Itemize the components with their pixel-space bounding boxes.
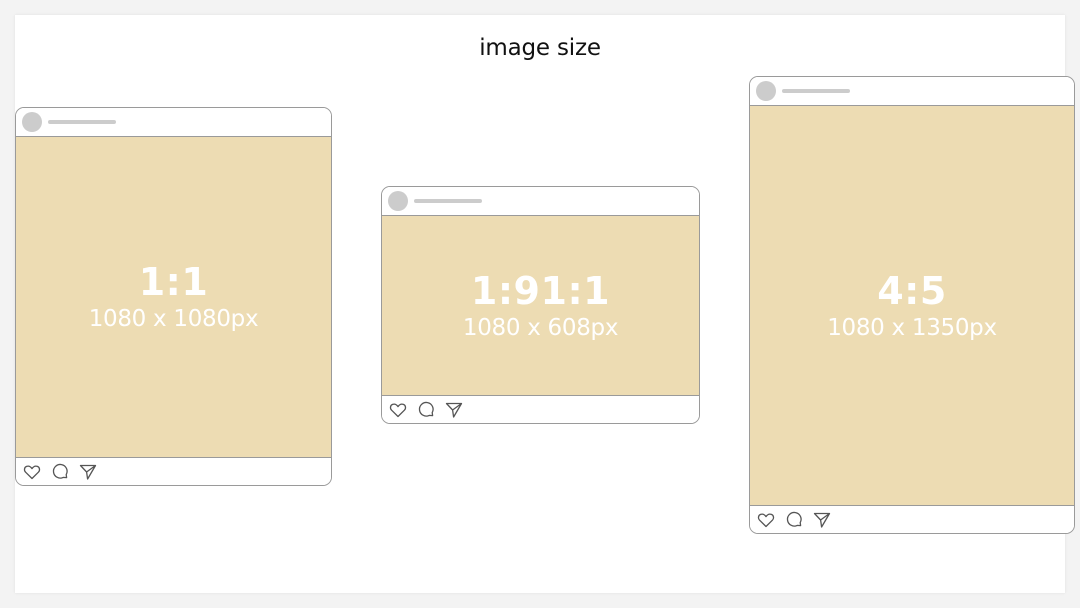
aspect-ratio-label: 4:5	[877, 268, 947, 313]
send-icon[interactable]	[444, 400, 464, 420]
post-header	[382, 187, 699, 216]
heart-icon[interactable]	[388, 400, 408, 420]
aspect-ratio-label: 1:1	[138, 260, 209, 304]
heart-icon[interactable]	[756, 510, 776, 530]
post-header	[750, 77, 1074, 106]
post-square: 1:1 1080 x 1080px	[15, 107, 332, 486]
heart-icon[interactable]	[22, 462, 42, 482]
page-title: image size	[479, 35, 601, 61]
media-placeholder: 1:1 1080 x 1080px	[16, 137, 331, 457]
avatar	[388, 191, 408, 211]
username-placeholder	[782, 89, 850, 93]
username-placeholder	[414, 199, 482, 203]
post-actions	[382, 395, 699, 423]
media-placeholder: 4:5 1080 x 1350px	[750, 106, 1074, 505]
post-landscape: 1:91:1 1080 x 608px	[381, 186, 700, 424]
comment-icon[interactable]	[784, 510, 804, 530]
post-portrait: 4:5 1080 x 1350px	[749, 76, 1075, 534]
send-icon[interactable]	[78, 462, 98, 482]
post-actions	[16, 457, 331, 485]
avatar	[756, 81, 776, 101]
aspect-ratio-label: 1:91:1	[470, 268, 611, 313]
canvas: image size 1:1 1080 x 1080px	[15, 15, 1075, 593]
comment-icon[interactable]	[50, 462, 70, 482]
post-actions	[750, 505, 1074, 533]
send-icon[interactable]	[812, 510, 832, 530]
avatar	[22, 112, 42, 132]
comment-icon[interactable]	[416, 400, 436, 420]
dimensions-label: 1080 x 1080px	[88, 306, 259, 332]
media-placeholder: 1:91:1 1080 x 608px	[382, 216, 699, 395]
dimensions-label: 1080 x 1350px	[827, 314, 997, 341]
post-header	[16, 108, 331, 137]
dimensions-label: 1080 x 608px	[462, 314, 619, 341]
username-placeholder	[48, 120, 116, 124]
